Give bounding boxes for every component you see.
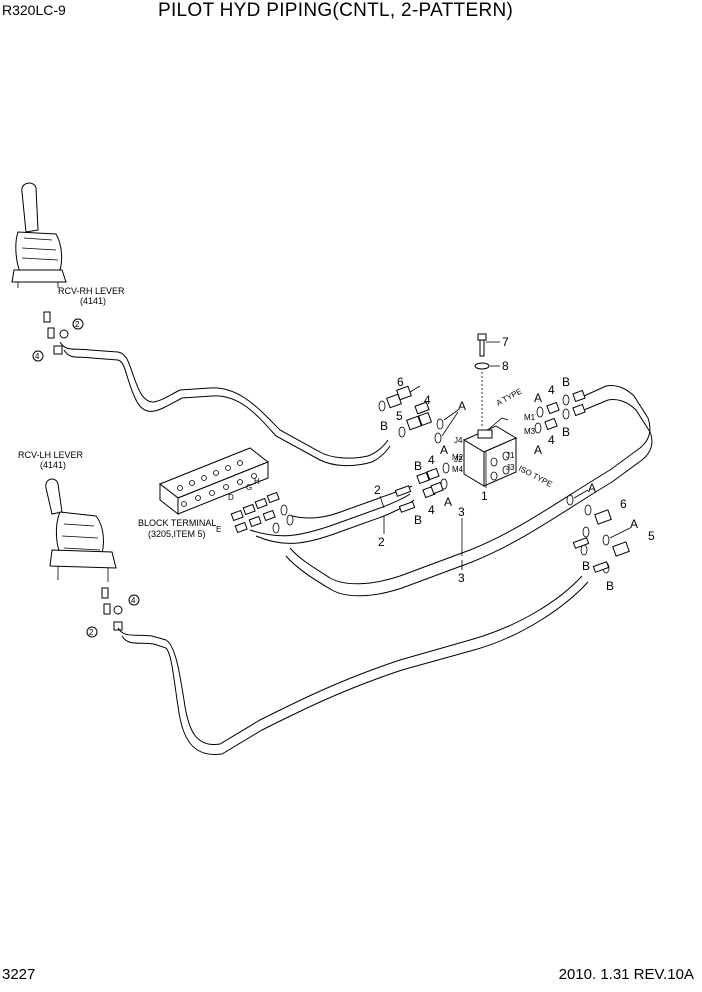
part-num-4-d: 4 (548, 383, 555, 397)
part-num-1: 1 (481, 489, 488, 503)
block-terminal-name: BLOCK TERMINAL (138, 518, 216, 528)
part-num-6-a: 6 (397, 375, 404, 389)
letter-b-7: B (606, 579, 614, 593)
rcv-rh-lever: RCV-RH LEVER (4141) (11, 182, 125, 306)
block-port-g: G (246, 483, 252, 492)
part-num-6-b: 6 (620, 497, 627, 511)
part-num-4-c: 4 (428, 503, 435, 517)
part-num-7: 7 (502, 335, 509, 349)
upper-left-fittings: 6 5 B 4 A A (378, 375, 466, 457)
part-num-2-b: 2 (378, 535, 385, 549)
part-2-callouts: 2 2 (374, 483, 416, 549)
port-j3: J3 (506, 463, 515, 472)
port-m1: M1 (524, 413, 536, 422)
a-type-label: A TYPE (495, 387, 524, 408)
letter-a-3: A (444, 495, 452, 509)
circled-ref-2-lh: 2 (89, 628, 94, 637)
valve-left-fittings: B 4 B 4 A (414, 453, 452, 527)
block-port-d: D (228, 493, 234, 502)
part-num-2-a: 2 (374, 483, 381, 497)
lower-right-fittings: A 6 A 5 B B (566, 481, 655, 593)
port-m2: M2 (452, 453, 464, 462)
part-num-3-b: 3 (458, 571, 465, 585)
circled-ref-4-lh: 4 (131, 596, 136, 605)
page-number: 3227 (2, 966, 36, 983)
rh-hoses (59, 341, 391, 467)
main-pipe-loops: 3 3 (285, 385, 653, 597)
block-terminal: D E G H J BLOCK TERMINAL (3205,ITEM 5) (138, 447, 269, 539)
rcv-lh-lever: RCV-LH LEVER (4141) (18, 450, 117, 582)
part-num-5-b: 5 (648, 529, 655, 543)
circled-ref-4-rh: 4 (35, 352, 40, 361)
letter-a-7: A (630, 517, 638, 531)
lh-fittings: 4 2 (86, 587, 140, 638)
rh-fittings: 2 4 (32, 311, 84, 362)
rh-lever-ref: (4141) (80, 296, 106, 306)
letter-a-6: A (588, 481, 596, 495)
lh-hoses (117, 575, 589, 755)
circled-ref-2-rh: 2 (75, 320, 80, 329)
model-code: R320LC-9 (2, 2, 66, 18)
revision-date: 2010. 1.31 REV.10A (558, 966, 694, 983)
block-port-e: E (216, 525, 221, 534)
letter-b-3: B (414, 513, 422, 527)
part-num-3-a: 3 (458, 505, 465, 519)
port-j4: J4 (454, 436, 463, 445)
letter-a-2: A (440, 443, 448, 457)
part-num-4-b: 4 (428, 453, 435, 467)
part-num-4-a: 4 (424, 393, 431, 407)
port-m4: M4 (452, 465, 464, 474)
letter-a-4: A (534, 391, 542, 405)
part-num-4-e: 4 (548, 433, 555, 447)
lh-lever-name: RCV-LH LEVER (18, 450, 84, 460)
rh-lever-name: RCV-RH LEVER (58, 286, 125, 296)
letter-a-1: A (458, 399, 466, 413)
lh-lever-ref: (4141) (40, 460, 66, 470)
block-terminal-fittings (230, 491, 294, 534)
part-num-8: 8 (502, 359, 509, 373)
letter-b-2: B (414, 459, 422, 473)
iso-type-label: ISO TYPE (517, 464, 554, 489)
letter-b-5: B (562, 425, 570, 439)
letter-b-1: B (380, 419, 388, 433)
letter-a-5: A (534, 443, 542, 457)
page-title: PILOT HYD PIPING(CNTL, 2-PATTERN) (158, 0, 514, 21)
letter-b-6: B (582, 559, 590, 573)
port-m3: M3 (524, 427, 536, 436)
part-num-5-a: 5 (396, 409, 403, 423)
upper-right-fittings: A 4 B A 4 B (534, 375, 586, 457)
block-port-h: H (254, 477, 260, 486)
port-j2: J2 (454, 455, 463, 464)
port-j1: J1 (506, 451, 515, 460)
page-header: R320LC-9 PILOT HYD PIPING(CNTL, 2-PATTER… (0, 0, 702, 26)
bolt-and-washer: 7 8 (474, 333, 509, 428)
letter-b-4: B (562, 375, 570, 389)
block-terminal-ref: (3205,ITEM 5) (148, 529, 206, 539)
